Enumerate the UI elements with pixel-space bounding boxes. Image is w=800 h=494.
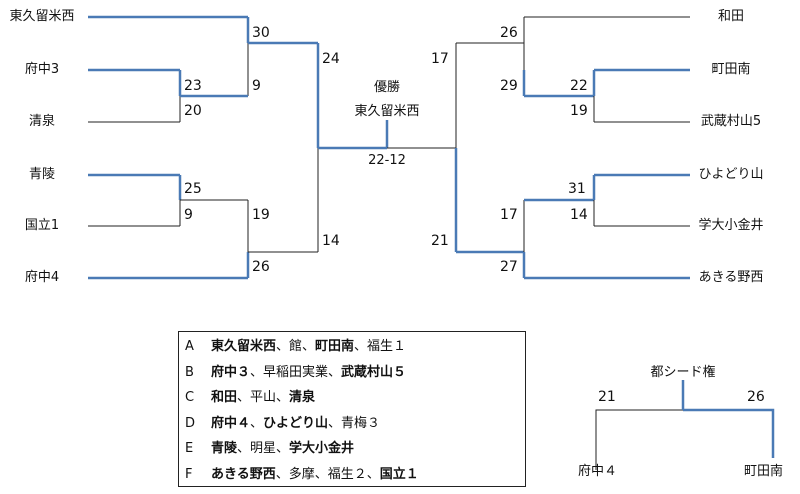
legend-key: C bbox=[185, 390, 195, 405]
legend-team: 、明星、 bbox=[237, 441, 290, 456]
legend-key: E bbox=[185, 441, 194, 456]
seed-right-team: 町田南 bbox=[744, 464, 784, 479]
legend-key: A bbox=[185, 339, 194, 354]
right-score-r2bot-bot: 27 bbox=[500, 259, 518, 275]
line-seed-left bbox=[595, 409, 683, 470]
legend-row-d: D 府中４、ひよどり山、青梅３ bbox=[185, 411, 525, 437]
champion-title: 優勝 bbox=[373, 80, 400, 95]
right-score-semi-top: 17 bbox=[431, 51, 449, 67]
final-score: 22-12 bbox=[368, 153, 406, 168]
line-seed-right bbox=[683, 408, 775, 458]
legend-team-bold: 清泉 bbox=[289, 390, 316, 405]
legend-team: 、平山、 bbox=[237, 390, 290, 405]
right-team-4: ひよどり山 bbox=[698, 167, 764, 182]
legend-key: D bbox=[185, 415, 196, 431]
seed-right-score: 26 bbox=[747, 389, 765, 405]
seed-left-score: 21 bbox=[598, 389, 616, 405]
legend-team-bold: 学大小金井 bbox=[289, 441, 355, 456]
right-team-1: 和田 bbox=[717, 9, 744, 24]
legend-team: 、多摩、福生２、 bbox=[275, 466, 380, 482]
legend-team: 、館、 bbox=[276, 339, 316, 354]
legend-row-f: F あきる野西、多摩、福生２、国立１ bbox=[185, 462, 525, 488]
seed-title: 都シード権 bbox=[650, 365, 716, 380]
legend-row-a: A 東久留米西、館、町田南、福生１ bbox=[185, 334, 525, 360]
left-score-q2-bot: 9 bbox=[184, 207, 193, 223]
legend-team: 、福生１ bbox=[354, 339, 407, 354]
legend-row-c: C 和田、平山、清泉 bbox=[185, 385, 525, 411]
right-score-r2top-top: 26 bbox=[500, 25, 518, 41]
left-score-q1-top: 23 bbox=[184, 78, 202, 94]
right-team-3: 武蔵村山5 bbox=[700, 114, 762, 129]
legend-team-bold: 東久留米西 bbox=[211, 339, 277, 354]
left-score-r2top-bot: 9 bbox=[252, 78, 261, 94]
left-score-r2bot-bot: 26 bbox=[252, 259, 270, 275]
left-team-6: 府中4 bbox=[24, 270, 60, 285]
right-score-r2top-bot: 29 bbox=[500, 78, 518, 94]
left-team-5: 国立1 bbox=[24, 218, 60, 233]
legend-team-bold: 国立１ bbox=[379, 466, 419, 482]
right-team-6: あきる野西 bbox=[698, 270, 764, 285]
legend-team: 、 bbox=[250, 415, 264, 431]
champion-name: 東久留米西 bbox=[354, 104, 420, 119]
left-score-semi-top: 24 bbox=[322, 51, 340, 67]
legend-team: 、青梅３ bbox=[328, 415, 381, 431]
legend-team-bold: 青陵 bbox=[211, 441, 238, 456]
legend-key: F bbox=[185, 466, 193, 482]
legend-team-bold: 府中３ bbox=[211, 364, 251, 380]
legend-team-bold: 武蔵村山５ bbox=[341, 364, 407, 380]
legend-team-bold: 和田 bbox=[211, 390, 238, 405]
left-score-semi-bot: 14 bbox=[322, 233, 340, 249]
legend-team-bold: ひよどり山 bbox=[263, 415, 329, 431]
legend-key: B bbox=[185, 364, 194, 380]
right-score-q2-top: 31 bbox=[568, 181, 586, 197]
right-score-semi-bot: 21 bbox=[431, 233, 449, 249]
right-score-q1-top: 22 bbox=[570, 78, 588, 94]
legend-team: 、早稲田実業、 bbox=[250, 364, 342, 380]
left-team-3: 清泉 bbox=[28, 114, 55, 129]
legend-team-bold: あきる野西 bbox=[211, 466, 276, 482]
legend-row-b: B 府中３、早稲田実業、武蔵村山５ bbox=[185, 360, 525, 386]
legend-team-bold: 町田南 bbox=[315, 339, 355, 354]
left-score-r2bot-top: 19 bbox=[252, 207, 270, 223]
left-score-q1-bot: 20 bbox=[184, 103, 202, 119]
right-team-5: 学大小金井 bbox=[698, 218, 764, 233]
right-score-q1-bot: 19 bbox=[570, 103, 588, 119]
legend-team-bold: 府中４ bbox=[211, 415, 251, 431]
left-team-1: 東久留米西 bbox=[9, 9, 75, 24]
right-team-2: 町田南 bbox=[711, 62, 751, 77]
left-score-q2-top: 25 bbox=[184, 181, 202, 197]
right-score-r2bot-top: 17 bbox=[500, 207, 518, 223]
right-score-q2-bot: 14 bbox=[570, 207, 588, 223]
left-team-4: 青陵 bbox=[28, 167, 55, 182]
left-score-r2top-top: 30 bbox=[252, 25, 270, 41]
seed-left-team: 府中４ bbox=[578, 464, 618, 479]
left-team-2: 府中3 bbox=[24, 62, 60, 77]
legend-row-e: E 青陵、明星、学大小金井 bbox=[185, 436, 525, 462]
